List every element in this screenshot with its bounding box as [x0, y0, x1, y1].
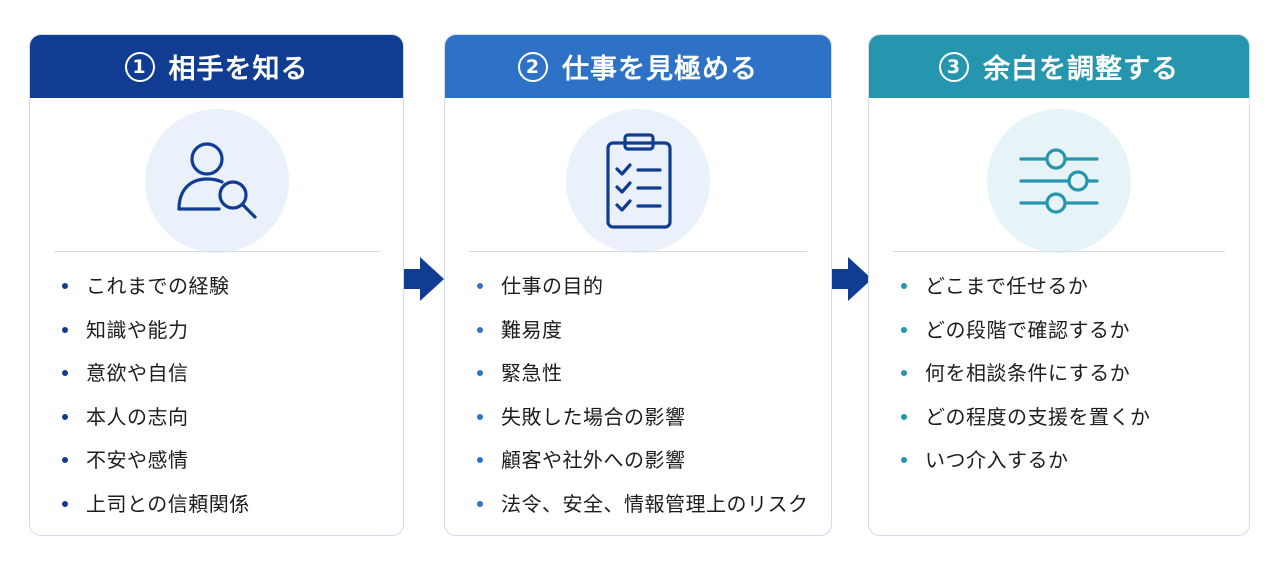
list-item: 知識や能力 [30, 315, 403, 359]
sliders-icon [987, 109, 1131, 253]
list-item: 難易度 [445, 315, 831, 359]
step-title-2: 仕事を見極める [562, 54, 758, 85]
item-list-2: 仕事の目的 難易度 緊急性 失敗した場合の影響 顧客や社外への影響 法令、安全、… [445, 271, 831, 533]
list-item: 緊急性 [445, 358, 831, 402]
bullet-icon [62, 500, 68, 507]
list-item: 仕事の目的 [445, 271, 831, 315]
clipboard-checklist-icon [566, 109, 710, 253]
bullet-icon [477, 457, 483, 464]
list-item: 法令、安全、情報管理上のリスク [445, 489, 831, 533]
step-header-2: 2 仕事を見極める [445, 35, 831, 98]
bullet-icon [477, 370, 483, 377]
step-number-3: 3 [939, 51, 969, 82]
bullet-icon [477, 283, 483, 289]
divider [469, 251, 807, 252]
list-item: いつ介入するか [869, 445, 1249, 489]
step-number-2: 2 [518, 51, 548, 82]
list-item: 何を相談条件にするか [869, 358, 1249, 402]
list-item: どの段階で確認するか [869, 315, 1249, 359]
list-item: どこまで任せるか [869, 271, 1249, 315]
list-item: 失敗した場合の影響 [445, 402, 831, 446]
bullet-icon [62, 370, 68, 377]
divider [54, 251, 379, 252]
list-item: 顧客や社外への影響 [445, 445, 831, 489]
divider [893, 251, 1225, 252]
bullet-icon [62, 413, 68, 420]
list-item: 上司との信頼関係 [30, 489, 403, 533]
arrow-right-icon [832, 257, 872, 301]
bullet-icon [477, 413, 483, 420]
bullet-icon [477, 500, 483, 507]
bullet-icon [62, 326, 68, 333]
list-item: どの程度の支援を置くか [869, 402, 1249, 446]
bullet-icon [901, 283, 907, 289]
step-number-1: 1 [124, 51, 155, 82]
step-card-3: 3 余白を調整する どこまで任せるか どの段階で確認するか 何を相談条件にするか… [868, 34, 1250, 536]
list-item: 本人の志向 [30, 402, 403, 446]
step-card-2: 2 仕事を見極める 仕事の目的 難易度 緊急性 失敗した場合の影響 顧客や社外へ… [444, 34, 832, 536]
bullet-icon [901, 457, 907, 464]
bullet-icon [62, 457, 68, 464]
step-title-3: 余白を調整する [983, 54, 1179, 85]
bullet-icon [901, 370, 907, 377]
step-header-1: 1 相手を知る [30, 35, 403, 98]
step-header-3: 3 余白を調整する [869, 35, 1249, 98]
list-item: 意欲や自信 [30, 358, 403, 402]
list-item: 不安や感情 [30, 445, 403, 489]
step-title-1: 相手を知る [168, 54, 309, 85]
bullet-icon [477, 326, 483, 333]
bullet-icon [62, 283, 68, 289]
item-list-1: これまでの経験 知識や能力 意欲や自信 本人の志向 不安や感情 上司との信頼関係 [30, 271, 403, 533]
arrow-right-icon [404, 257, 444, 301]
person-search-icon [144, 109, 289, 253]
step-card-1: 1 相手を知る これまでの経験 知識や能力 意欲や自信 本人の志向 不安や感情 … [29, 34, 404, 536]
item-list-3: どこまで任せるか どの段階で確認するか 何を相談条件にするか どの程度の支援を置… [869, 271, 1249, 489]
bullet-icon [901, 413, 907, 420]
bullet-icon [901, 326, 907, 333]
list-item: これまでの経験 [30, 271, 403, 315]
